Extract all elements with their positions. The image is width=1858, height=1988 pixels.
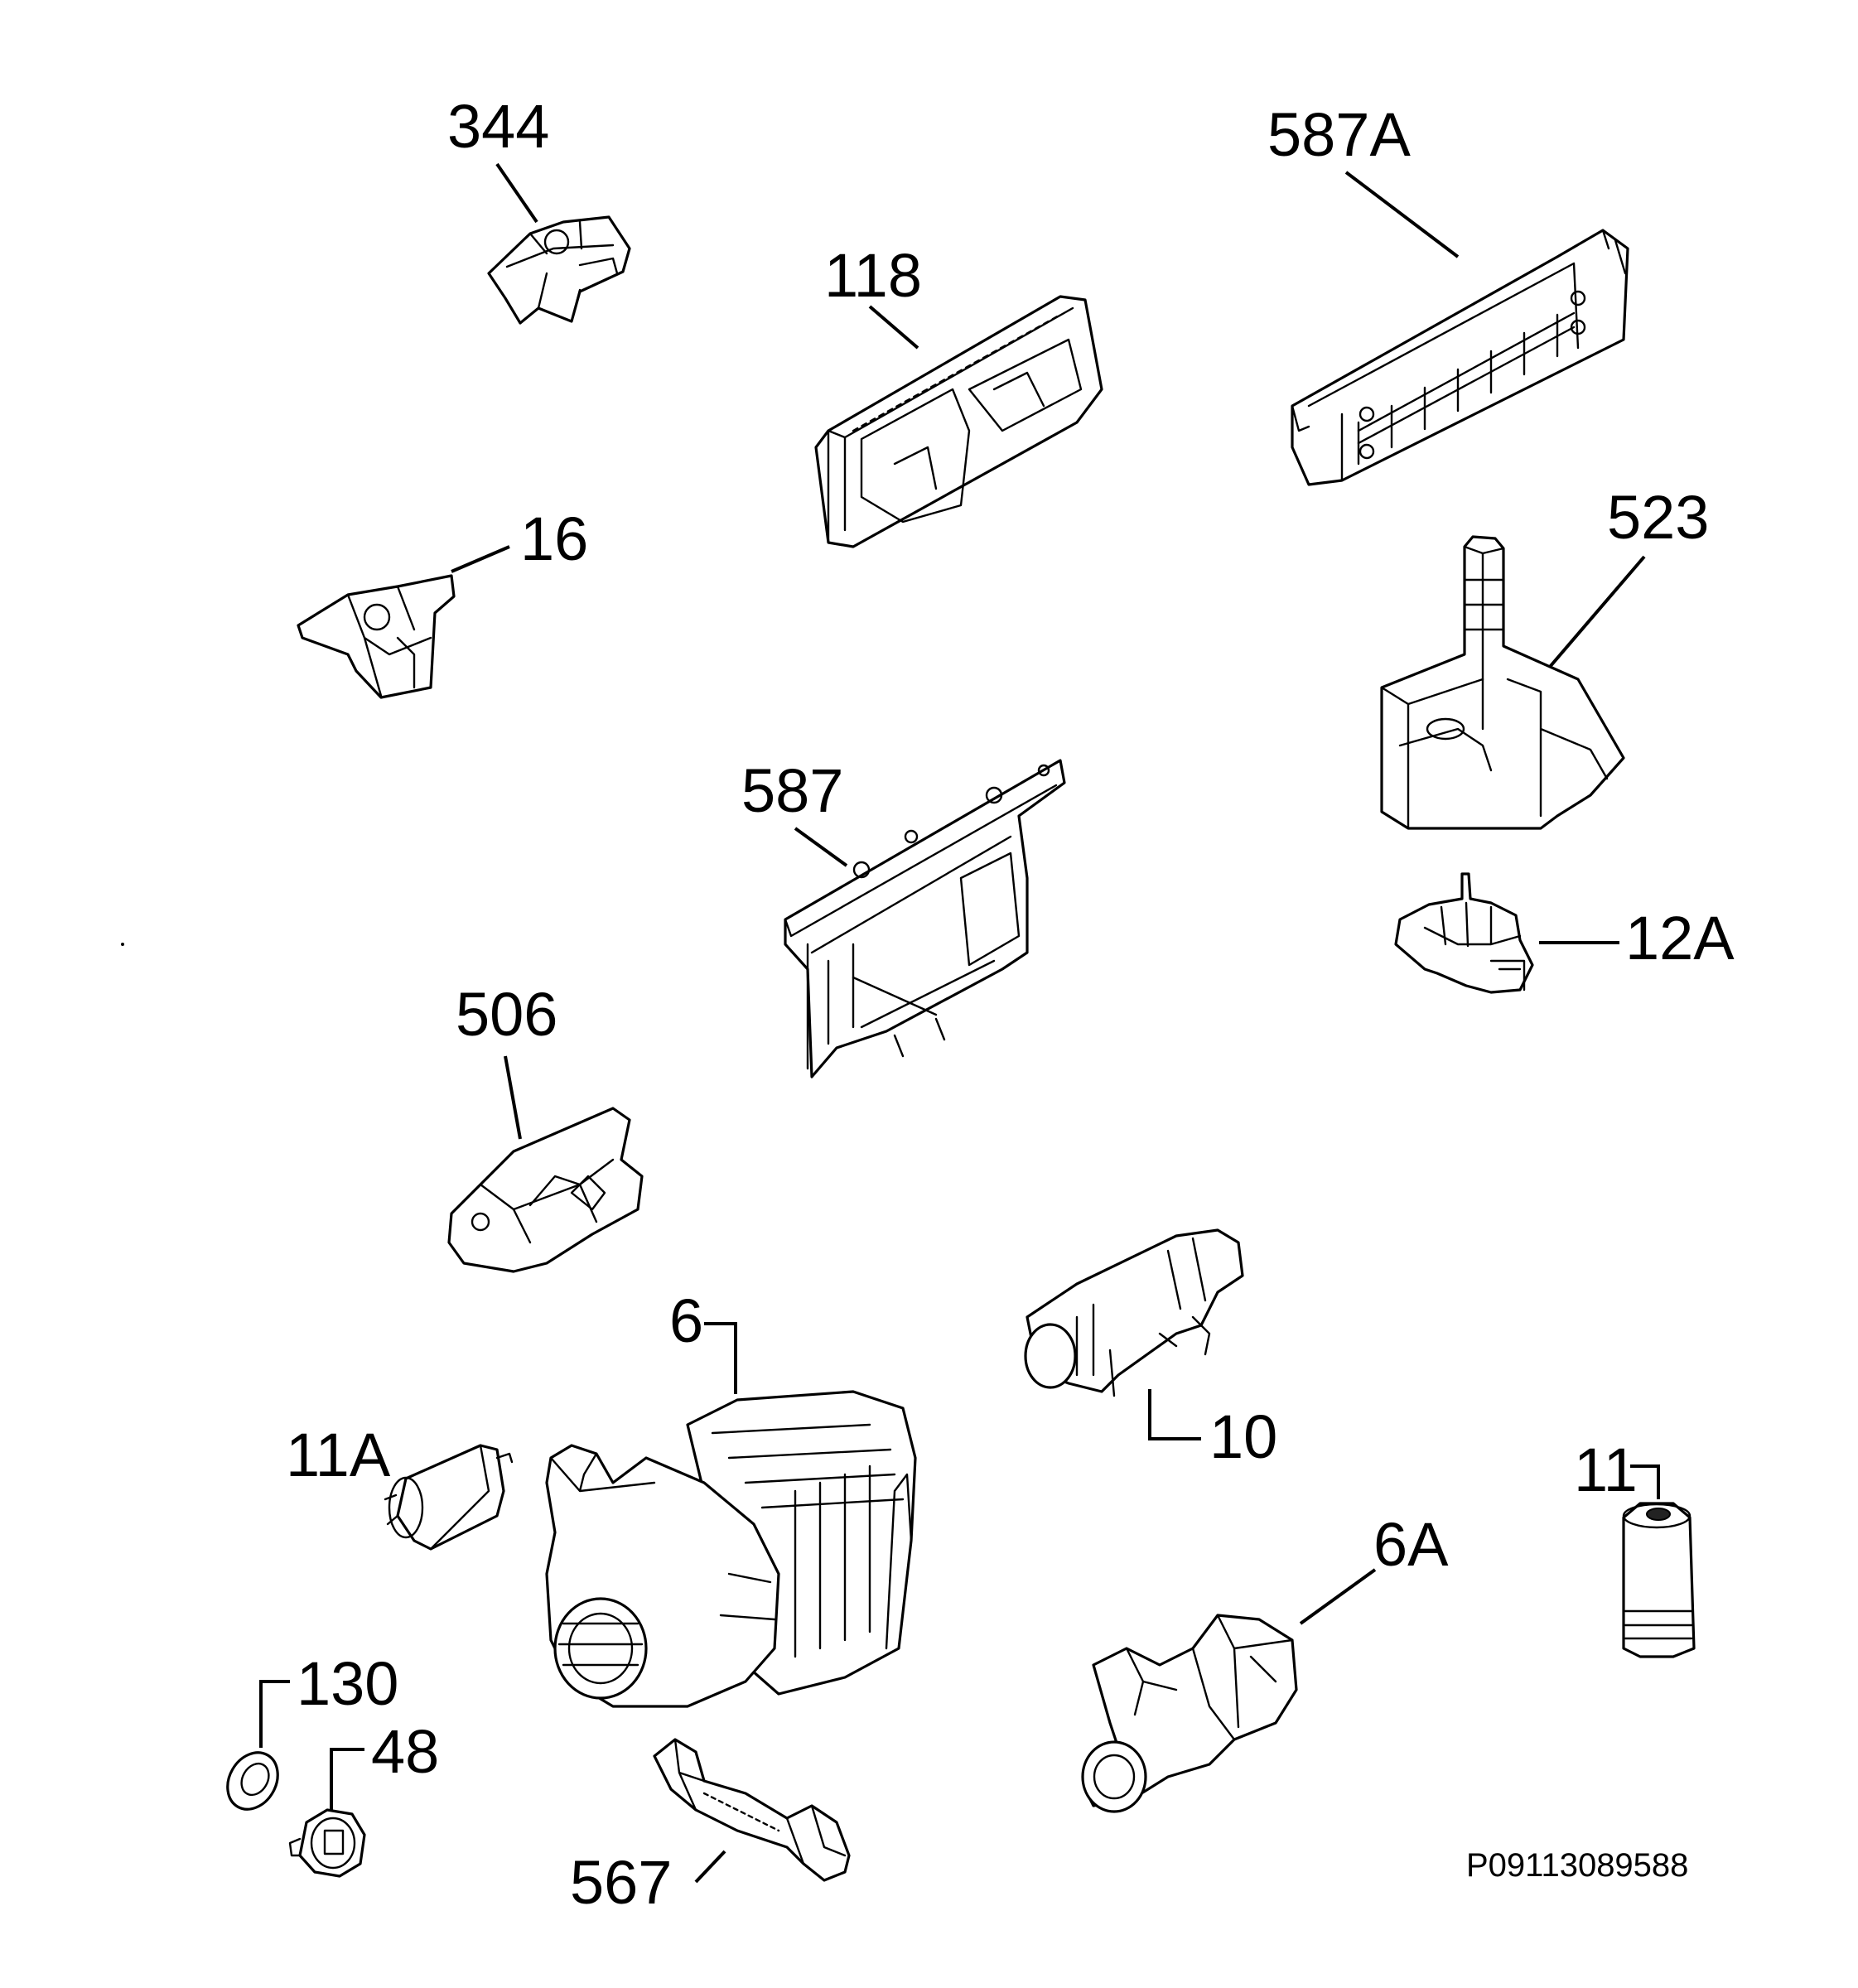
label-587a: 587A bbox=[1267, 100, 1411, 169]
label-523: 523 bbox=[1607, 483, 1709, 552]
label-130: 130 bbox=[297, 1649, 398, 1718]
leader-6 bbox=[704, 1322, 737, 1394]
leader-130 bbox=[259, 1680, 290, 1748]
part-6a: 6A bbox=[1081, 1510, 1449, 1813]
label-12a: 12A bbox=[1625, 904, 1735, 972]
document-code: P09113089588 bbox=[1466, 1847, 1688, 1884]
leader-16 bbox=[451, 545, 510, 573]
leader-48 bbox=[330, 1748, 364, 1810]
leader-587 bbox=[794, 827, 848, 867]
label-344: 344 bbox=[447, 92, 549, 161]
part-130: 130 bbox=[226, 1649, 398, 1811]
part-48: 48 bbox=[288, 1717, 439, 1878]
leader-506 bbox=[504, 1055, 522, 1140]
part-587: 587 bbox=[741, 756, 1066, 1078]
leader-567 bbox=[694, 1850, 726, 1884]
part-11a: 11A bbox=[286, 1421, 514, 1551]
label-118: 118 bbox=[824, 241, 922, 310]
leader-523 bbox=[1543, 555, 1646, 674]
part-16: 16 bbox=[297, 504, 588, 699]
label-587: 587 bbox=[741, 756, 843, 825]
leader-118 bbox=[868, 305, 919, 350]
label-506: 506 bbox=[456, 980, 557, 1049]
label-6: 6 bbox=[669, 1286, 703, 1355]
leader-6a bbox=[1299, 1568, 1377, 1625]
part-11: 11 bbox=[1574, 1436, 1696, 1658]
leader-344 bbox=[495, 162, 538, 224]
part-344: 344 bbox=[447, 92, 631, 325]
label-10: 10 bbox=[1209, 1402, 1277, 1471]
part-6: 6 bbox=[545, 1286, 917, 1708]
label-567: 567 bbox=[570, 1848, 672, 1917]
part-523: 523 bbox=[1380, 483, 1709, 830]
leader-10 bbox=[1148, 1389, 1201, 1440]
stray-dot bbox=[121, 943, 124, 946]
part-10: 10 bbox=[1024, 1228, 1277, 1471]
leader-11 bbox=[1630, 1464, 1660, 1499]
label-11: 11 bbox=[1574, 1436, 1638, 1504]
part-506: 506 bbox=[447, 980, 644, 1273]
leader-587a bbox=[1344, 171, 1460, 258]
part-587a: 587A bbox=[1267, 100, 1629, 486]
part-12a: 12A bbox=[1394, 872, 1735, 994]
part-567: 567 bbox=[570, 1738, 851, 1917]
label-11a: 11A bbox=[286, 1421, 391, 1489]
label-48: 48 bbox=[371, 1717, 439, 1786]
part-118: 118 bbox=[814, 241, 1103, 548]
label-6a: 6A bbox=[1373, 1510, 1449, 1579]
label-16: 16 bbox=[520, 504, 588, 573]
